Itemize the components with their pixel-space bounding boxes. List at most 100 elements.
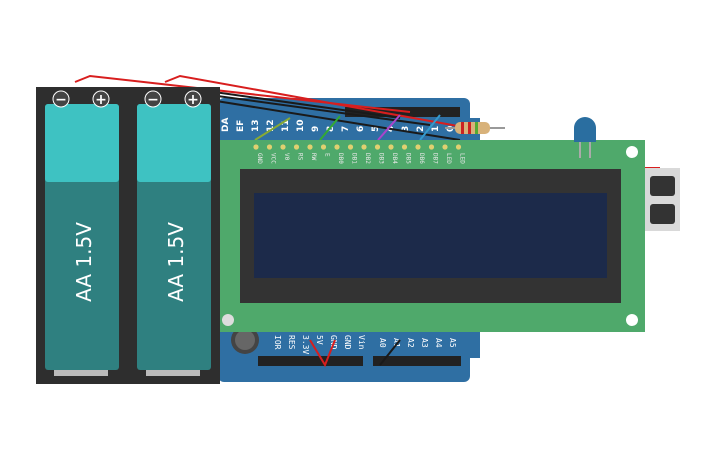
lcd-pin[interactable]	[266, 144, 273, 150]
lcd-mount-hole	[626, 314, 638, 326]
power-pin-label: GND	[343, 335, 352, 350]
analog-pin-label: A3	[420, 338, 429, 348]
lcd-pin-label: LED	[459, 153, 466, 164]
battery-positive-terminal	[92, 90, 110, 108]
digital-pin-label: 12	[266, 119, 276, 132]
lcd-pin[interactable]	[442, 144, 448, 150]
lcd-pin-label: LED	[445, 153, 452, 164]
lcd-pin-label: DB1	[351, 153, 358, 164]
power-pin-label: 3.3V	[301, 335, 310, 354]
analog-pin-label: A4	[434, 338, 443, 348]
capacitor-top	[235, 330, 255, 350]
pushbutton	[645, 168, 680, 231]
digital-pin-label: 9	[311, 126, 321, 132]
wire-red	[309, 339, 336, 368]
lcd-pin[interactable]	[334, 144, 340, 150]
analog-pin-label: A2	[406, 338, 415, 348]
led-body	[574, 117, 596, 142]
lcd-pin-label: E	[324, 153, 331, 157]
power-pin-label: Vin	[357, 335, 366, 350]
lcd-pin[interactable]	[428, 144, 435, 150]
battery-positive-label: +	[95, 92, 107, 108]
lcd-pin[interactable]	[320, 144, 327, 150]
power-pin-label: IOR	[273, 335, 282, 350]
lcd-pin-label: V0	[283, 153, 290, 161]
lcd-mount-hole	[626, 146, 638, 158]
lcd-pin[interactable]	[455, 144, 462, 150]
resistor-band	[461, 122, 464, 134]
analog-header	[373, 356, 461, 366]
power-header	[258, 356, 363, 366]
lcd-pin-label: DB7	[432, 153, 439, 164]
resistor	[445, 122, 505, 134]
lcd-pin-label: DB6	[418, 153, 425, 164]
digital-pin-label: 6	[356, 126, 366, 132]
wire-red	[164, 74, 481, 131]
digital-pin-label: 11	[281, 119, 291, 132]
digital-pin-label: 2	[416, 126, 426, 132]
lcd-pin-label: DB0	[337, 153, 344, 164]
lcd-pin-label: DB3	[378, 153, 385, 164]
resistor-band	[468, 122, 471, 134]
lcd-pin[interactable]	[307, 144, 313, 150]
lcd-pin[interactable]	[361, 144, 367, 150]
lcd-pin-label: RW	[310, 153, 317, 161]
power-pin-label: 5V	[315, 335, 324, 345]
lcd-pin-label: DB2	[364, 153, 371, 164]
battery-positive-label: +	[187, 92, 199, 108]
lcd-pin[interactable]	[388, 144, 394, 150]
resistor-body	[455, 122, 490, 134]
digital-pin-label: 13	[251, 119, 261, 132]
analog-pin-label: A5	[448, 338, 457, 348]
battery-negative-terminal	[52, 90, 70, 108]
pushbutton-cap	[650, 204, 675, 224]
resistor-band	[475, 122, 478, 134]
lcd-pin[interactable]	[415, 144, 421, 150]
battery-holder: −+AA 1.5V	[128, 87, 220, 384]
lcd-pin[interactable]	[280, 144, 286, 150]
lcd-pin[interactable]	[293, 144, 300, 150]
pushbutton-cap	[650, 176, 675, 196]
battery-holder: − + AA 1.5V	[36, 87, 128, 384]
wire-green	[319, 115, 341, 141]
lcd-pin[interactable]	[374, 144, 381, 150]
digital-pin-label: 8	[326, 126, 336, 132]
digital-pin-label: DA	[221, 118, 231, 132]
led	[574, 117, 596, 158]
lcd-pin-label: DB5	[405, 153, 412, 164]
lcd-pin-label: GND	[256, 153, 263, 164]
battery-cap	[45, 104, 119, 182]
wire-purple	[377, 114, 401, 141]
wire-black	[209, 99, 461, 141]
digital-pin-label: 10	[296, 119, 306, 132]
lcd-pin[interactable]	[401, 144, 408, 150]
lcd-pin-label: DB4	[391, 153, 398, 164]
lcd-pin-label: RS	[297, 153, 304, 161]
battery-contact	[54, 370, 108, 376]
digital-pin-label: 7	[341, 126, 351, 132]
lcd-pin-row: GND VCC V0 RS RW E DB0 DB1 DB2 DB3 DB4 DB5 DB6 DB7 LED…	[253, 144, 466, 164]
wire-green	[254, 117, 291, 141]
digital-pin-label: 5	[371, 126, 381, 132]
battery-negative-terminal	[144, 90, 162, 108]
lcd-pin[interactable]	[347, 144, 354, 150]
battery-negative-label: −	[55, 92, 67, 108]
digital-pin-label: 1	[431, 126, 441, 132]
battery-cap	[137, 104, 211, 182]
digital-pin-label: EF	[236, 120, 246, 132]
battery-contact	[146, 370, 200, 376]
lcd-screen	[254, 193, 607, 278]
lcd-module: GND VCC V0 RS RW E DB0 DB1 DB2 DB3 DB4 DB5 DB6 DB7 LED…	[218, 140, 645, 332]
wire-black	[379, 339, 401, 366]
battery-negative-label: −	[147, 92, 159, 108]
analog-pin-label: A0	[378, 338, 387, 348]
wire-blue	[419, 114, 441, 141]
lcd-pin-label: VCC	[270, 153, 277, 164]
battery-pack: −+AA 1.5V−+AA 1.5V	[36, 87, 220, 384]
battery-label: AA 1.5V	[72, 222, 96, 302]
lcd-mount-hole	[222, 314, 234, 326]
battery-positive-terminal	[184, 90, 202, 108]
lcd-pin[interactable]	[253, 144, 259, 150]
power-pin-label: RES	[287, 335, 296, 350]
wire-red	[74, 74, 411, 113]
